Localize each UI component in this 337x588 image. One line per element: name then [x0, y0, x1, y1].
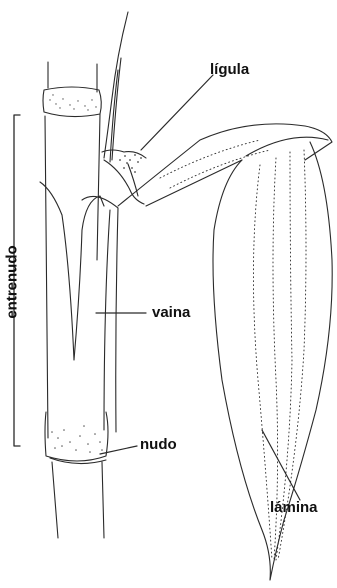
top-node-texture — [49, 94, 96, 110]
lamina-label: lámina — [270, 500, 318, 515]
nudo-leader — [100, 446, 137, 454]
bottom-node-texture — [51, 425, 103, 453]
bottom-node — [45, 412, 108, 464]
vaina-label: vaina — [152, 305, 190, 320]
lamina-leader — [262, 430, 300, 500]
blade-veins — [160, 140, 306, 560]
lower-stem — [52, 462, 104, 538]
ligula-label: lígula — [210, 62, 249, 77]
entrenudo-label: entrenudo — [5, 245, 20, 318]
upper-stem — [43, 62, 101, 117]
sheath — [40, 182, 118, 432]
nudo-label: nudo — [140, 437, 177, 452]
new-shoot — [104, 12, 128, 162]
leader-lines — [96, 75, 300, 500]
internode — [45, 114, 100, 438]
ligule — [102, 150, 146, 204]
